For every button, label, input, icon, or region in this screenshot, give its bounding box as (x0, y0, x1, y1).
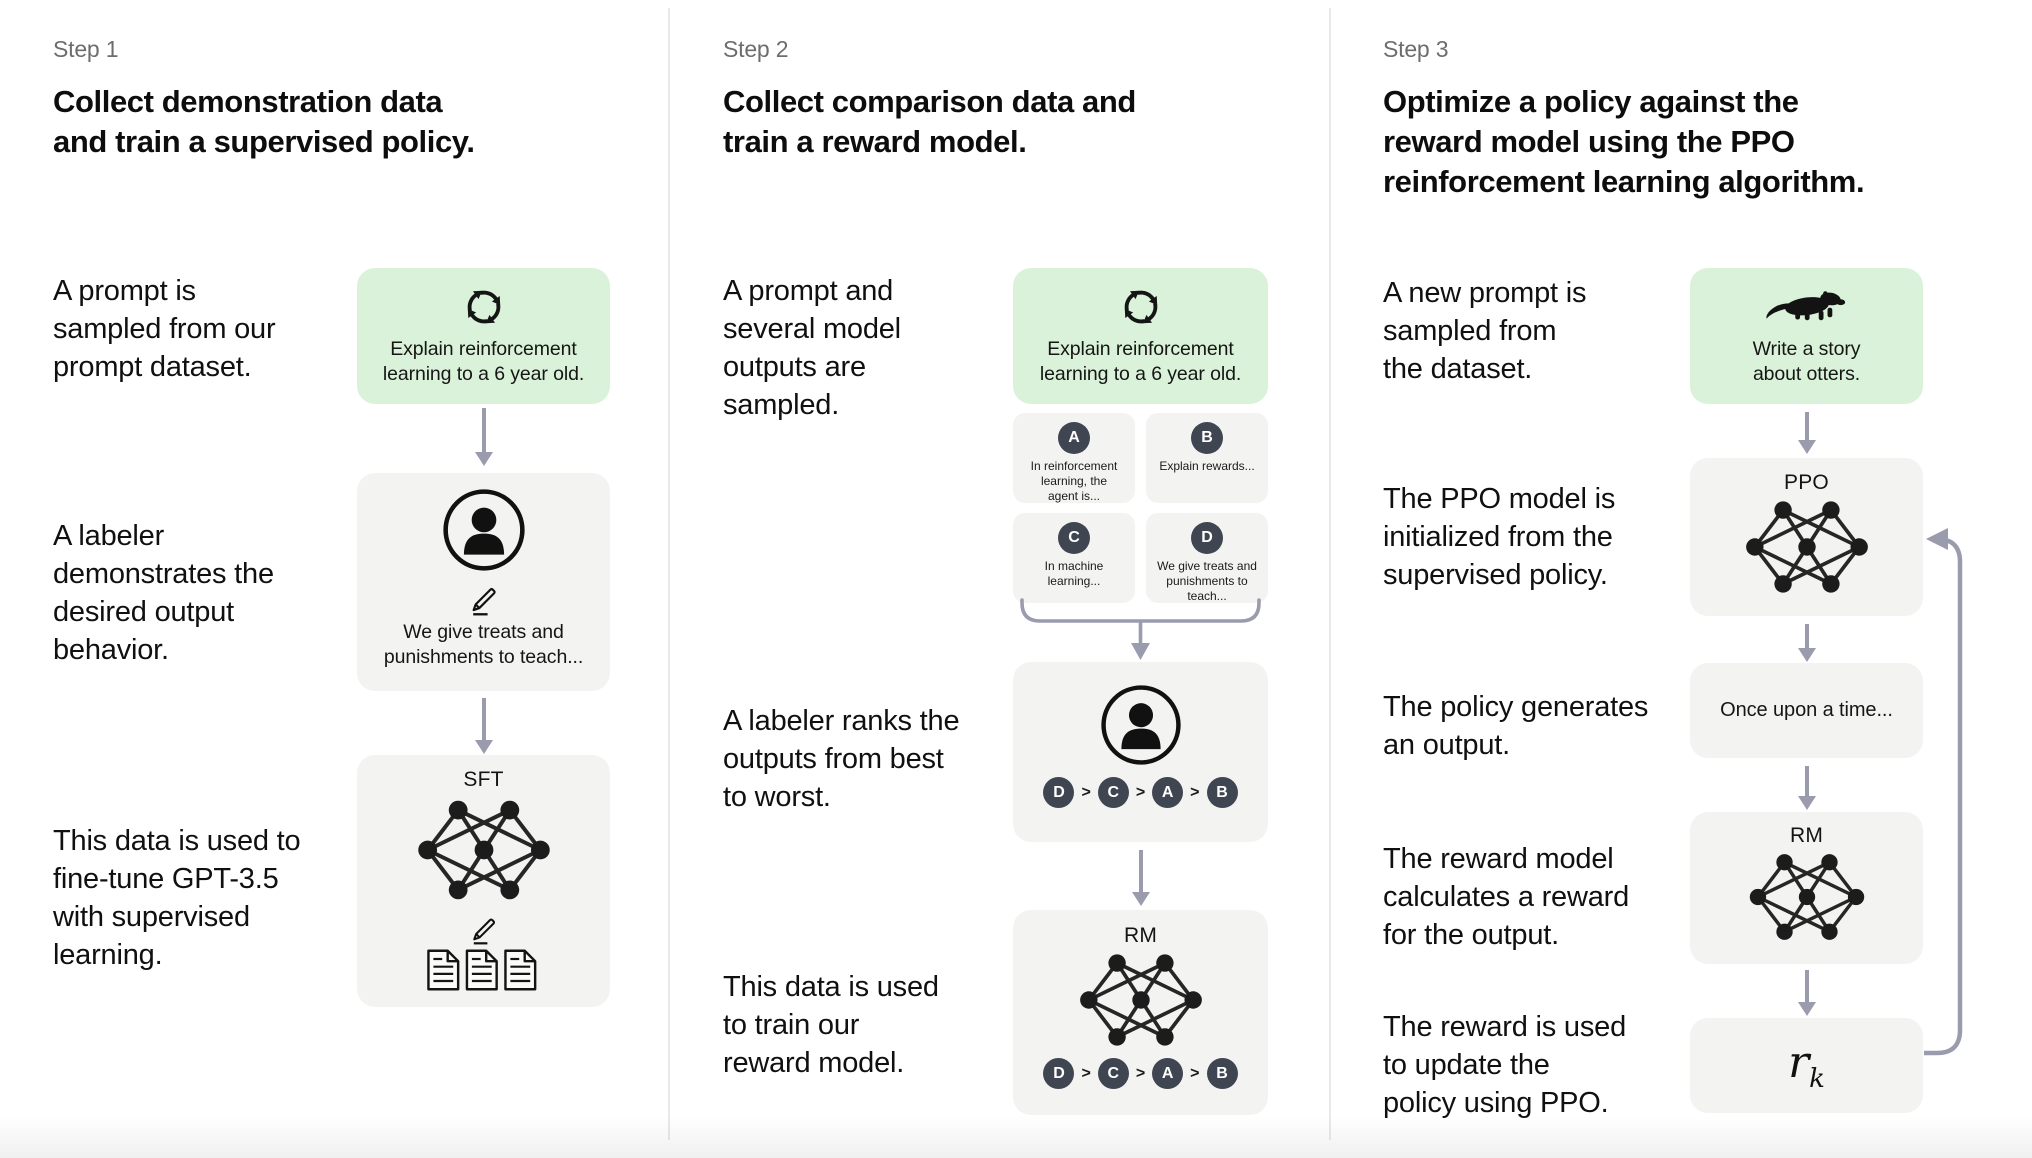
rank-badge: A (1152, 777, 1184, 808)
badge-a: A (1058, 422, 1090, 454)
output-b-text: Explain rewards... (1159, 459, 1255, 473)
step3-prompt-box: Write a story about otters. (1690, 268, 1923, 404)
step3-output-box: Once upon a time... (1690, 663, 1923, 758)
neural-network-icon (1079, 954, 1202, 1046)
reward-symbol: rk (1788, 1037, 1825, 1094)
arrow-down (1804, 970, 1809, 1002)
gt-separator: > (1190, 783, 1200, 801)
step1-label: Step 1 (53, 36, 119, 62)
ranking-row: D > C > A > B (1043, 1058, 1238, 1089)
output-d-text: We give treats and punishments to teach.… (1157, 559, 1257, 603)
rank-badge: B (1206, 777, 1238, 808)
step3-caption-init: The PPO model is initialized from the su… (1383, 483, 1616, 591)
arrow-down (1804, 624, 1809, 648)
badge-c: C (1058, 522, 1090, 554)
step2-caption-train: This data is used to train our reward mo… (723, 971, 939, 1079)
rank-badge: A (1152, 1058, 1184, 1089)
step2-rm-box: RM D > C > A > B (1013, 910, 1268, 1115)
step1-caption-finetune: This data is used to fine-tune GPT-3.5 w… (53, 825, 301, 971)
rank-badge: B (1206, 1058, 1238, 1089)
step1-prompt-text: Explain reinforcement learning to a 6 ye… (382, 338, 585, 385)
person-icon (442, 489, 525, 571)
rank-badge: C (1097, 777, 1129, 808)
step3-prompt-text: Write a story about otters. (1752, 338, 1861, 385)
neural-network-icon (1745, 501, 1868, 593)
column-divider (1329, 8, 1331, 1140)
rm-label: RM (1789, 824, 1824, 847)
gt-separator: > (1135, 783, 1146, 801)
output-card-a: A In reinforcement learning, the agent i… (1013, 413, 1135, 503)
step2-rank-box: D > C > A > B (1013, 662, 1268, 842)
feedback-loop-arrow (1924, 528, 1963, 1056)
step3-ppo-box: PPO (1690, 458, 1923, 616)
rank-badge: D (1043, 777, 1075, 808)
arrow-down (1804, 412, 1809, 440)
arrow-down (481, 698, 486, 740)
pencil-icon (472, 588, 496, 616)
step1-caption-labeler: A labeler demonstrates the desired outpu… (53, 520, 274, 666)
neural-network-icon (1749, 854, 1864, 940)
rm-label: RM (1123, 924, 1158, 947)
step1-sft-box: SFT (357, 755, 610, 1007)
step3-caption-reward: The reward model calculates a reward for… (1383, 843, 1630, 951)
step3-caption-new-prompt: A new prompt is sampled from the dataset… (1383, 277, 1587, 385)
step2-caption-sampled: A prompt and several model outputs are s… (723, 275, 901, 421)
ranking-row: D > C > A > B (1043, 777, 1238, 808)
gt-separator: > (1190, 1064, 1200, 1082)
step2-prompt-box: Explain reinforcement learning to a 6 ye… (1013, 268, 1268, 404)
gt-separator: > (1081, 783, 1091, 801)
cycle-icon (467, 290, 500, 324)
merge-brace-arrow (1020, 598, 1261, 660)
gt-separator: > (1135, 1064, 1146, 1082)
step2-prompt-text: Explain reinforcement learning to a 6 ye… (1039, 338, 1242, 385)
rank-badge: D (1043, 1058, 1075, 1089)
step3-reward-box: rk (1690, 1018, 1923, 1113)
output-card-b: B Explain rewards... (1146, 413, 1268, 503)
cycle-icon (1124, 290, 1157, 324)
badge-b: B (1191, 422, 1223, 454)
documents-icon (426, 949, 536, 991)
arrow-down (1138, 850, 1143, 892)
output-card-d: D We give treats and punishments to teac… (1146, 513, 1268, 603)
step1-caption-prompt: A prompt is sampled from our prompt data… (53, 275, 276, 383)
step3-output-text: Once upon a time... (1720, 699, 1893, 721)
sft-label: SFT (463, 768, 504, 791)
otter-icon (1765, 291, 1845, 321)
step3-label: Step 3 (1383, 36, 1449, 62)
arrow-down (1804, 766, 1809, 796)
output-c-text: In machine learning... (1044, 559, 1104, 588)
step1-prompt-box: Explain reinforcement learning to a 6 ye… (357, 268, 610, 404)
step2-label: Step 2 (723, 36, 789, 62)
step2-title: Collect comparison data and train a rewa… (723, 84, 1136, 159)
rank-badge: C (1097, 1058, 1129, 1089)
column-divider (668, 8, 670, 1140)
step3-rm-box: RM (1690, 812, 1923, 964)
step3-caption-output: The policy generates an output. (1383, 691, 1649, 761)
person-icon (1100, 685, 1181, 765)
neural-network-icon (417, 800, 550, 900)
step1-demo-text: We give treats and punishments to teach.… (383, 621, 584, 668)
bottom-shadow (0, 1116, 2032, 1158)
badge-d: D (1191, 522, 1223, 554)
step1-title: Collect demonstration data and train a s… (53, 84, 475, 159)
ppo-label: PPO (1784, 471, 1829, 494)
pencil-icon (472, 918, 495, 945)
output-card-c: C In machine learning... (1013, 513, 1135, 603)
step3-title: Optimize a policy against the reward mod… (1383, 84, 1865, 199)
arrow-down (481, 408, 486, 452)
step3-caption-update: The reward is used to update the policy … (1383, 1011, 1627, 1119)
step2-caption-ranks: A labeler ranks the outputs from best to… (723, 705, 960, 813)
step1-demo-box: We give treats and punishments to teach.… (357, 473, 610, 691)
output-a-text: In reinforcement learning, the agent is.… (1030, 459, 1118, 503)
gt-separator: > (1081, 1064, 1091, 1082)
